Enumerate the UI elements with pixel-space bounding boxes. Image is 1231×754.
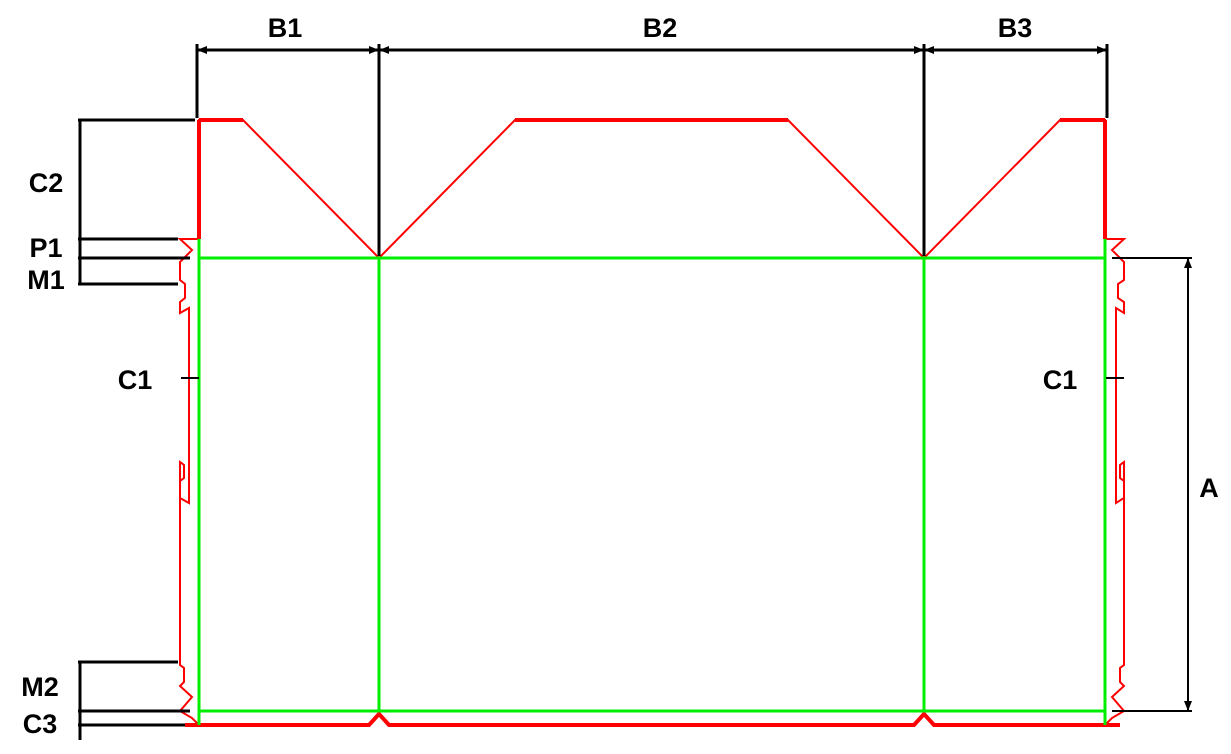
dim-b2-arrow-right (914, 46, 924, 54)
label-b2: B2 (643, 13, 678, 43)
dim-b1-arrow-left (197, 46, 207, 54)
label-c1-left: C1 (118, 365, 153, 395)
right-side-cut-line (1104, 238, 1127, 726)
dim-b3-arrow-left (924, 46, 934, 54)
label-c3: C3 (23, 709, 58, 739)
label-m2: M2 (21, 672, 59, 702)
dimension-lines (78, 44, 1192, 740)
dimension-labels: B1 B2 B3 C2 P1 M1 C1 C1 A M2 C3 (21, 13, 1219, 739)
top-flaps-cut-line (198, 119, 1106, 260)
bottom-cut-line (185, 711, 1120, 727)
label-b1: B1 (268, 13, 303, 43)
cut-lines (177, 118, 1127, 727)
label-b3: B3 (998, 13, 1033, 43)
left-side-cut-line (177, 238, 200, 726)
label-m1: M1 (27, 265, 65, 295)
dim-b3-arrow-right (1097, 46, 1107, 54)
label-a: A (1199, 473, 1219, 503)
fold-lines (197, 239, 1107, 725)
label-c2: C2 (29, 168, 64, 198)
dim-a-arrow-bottom (1184, 701, 1192, 711)
dim-b2-arrow-left (379, 46, 389, 54)
dim-a-arrow-top (1184, 258, 1192, 268)
label-p1: P1 (29, 233, 62, 263)
dim-b1-arrow-right (369, 46, 379, 54)
label-c1-right: C1 (1043, 365, 1078, 395)
